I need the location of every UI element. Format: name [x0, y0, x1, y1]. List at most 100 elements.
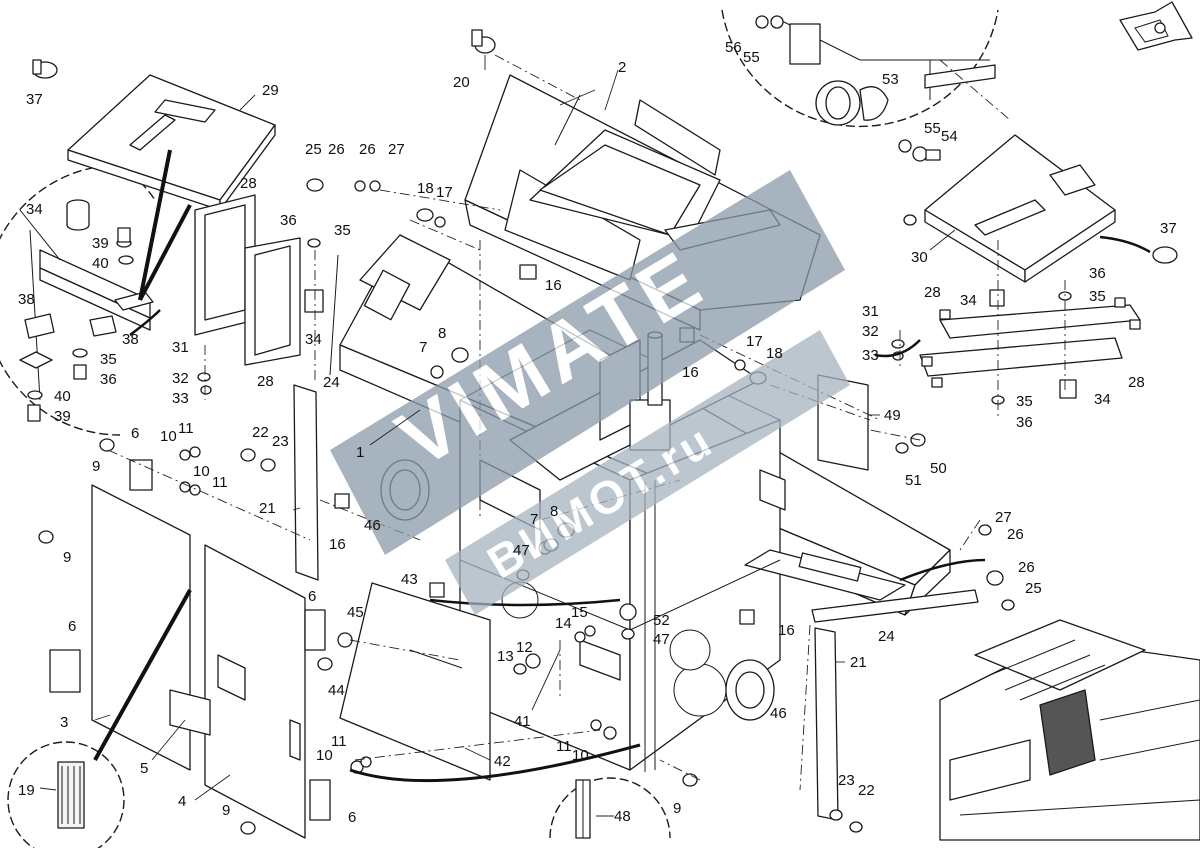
callout-26b: 26	[359, 141, 376, 158]
callout-38b: 38	[122, 331, 139, 348]
callout-35a: 35	[334, 222, 351, 239]
callout-16b: 16	[682, 364, 699, 381]
callout-50: 50	[930, 460, 947, 477]
callout-40b: 40	[54, 388, 71, 405]
callout-2: 2	[618, 59, 626, 76]
callout-30: 30	[911, 249, 928, 266]
callout-36d: 36	[1016, 414, 1033, 431]
callout-39b: 39	[54, 408, 71, 425]
callout-25b: 25	[1025, 580, 1042, 597]
callout-39a: 39	[92, 235, 109, 252]
callout-1: 1	[356, 444, 364, 461]
callout-10b: 10	[193, 463, 210, 480]
callout-28b: 28	[257, 373, 274, 390]
callout-16c: 16	[329, 536, 346, 553]
callout-52: 52	[653, 612, 670, 629]
callout-32a: 32	[172, 370, 189, 387]
callout-3: 3	[60, 714, 68, 731]
callout-34a: 34	[26, 201, 43, 218]
callout-leaders	[39, 55, 956, 817]
callout-14: 14	[555, 615, 572, 632]
callout-37b: 37	[1160, 220, 1177, 237]
callout-31a: 31	[172, 339, 189, 356]
callout-55a: 55	[743, 49, 760, 66]
panels	[339, 374, 869, 781]
rails-28	[194, 194, 1141, 388]
callout-35b: 35	[100, 351, 117, 368]
arrow-compass-icon	[1119, 1, 1193, 51]
callout-20: 20	[453, 74, 470, 91]
callout-34d: 34	[1094, 391, 1111, 408]
callout-31b: 31	[862, 303, 879, 320]
callout-11d: 11	[556, 738, 572, 755]
callout-32b: 32	[862, 323, 879, 340]
callout-41: 41	[514, 713, 531, 730]
callout-21b: 21	[850, 654, 867, 671]
callout-26d: 26	[1018, 559, 1035, 576]
callout-6c: 6	[308, 588, 316, 605]
callout-23b: 23	[838, 772, 855, 789]
leader-heavy	[93, 149, 1151, 783]
callout-6b: 6	[68, 618, 76, 635]
callout-47a: 47	[513, 542, 530, 559]
callout-38a: 38	[18, 291, 35, 308]
callout-18a: 18	[417, 180, 434, 197]
callout-35d: 35	[1016, 393, 1033, 410]
callout-55b: 55	[924, 120, 941, 137]
callout-8b: 8	[550, 503, 558, 520]
callout-10a: 10	[160, 428, 177, 445]
callout-27a: 27	[388, 141, 405, 158]
cover-plate-right	[924, 134, 1116, 283]
callout-42: 42	[494, 753, 511, 770]
callout-56: 56	[725, 39, 742, 56]
callout-16d: 16	[778, 622, 795, 639]
callout-27b: 27	[995, 509, 1012, 526]
callout-28c: 28	[924, 284, 941, 301]
callout-18b: 18	[766, 345, 783, 362]
callout-35c: 35	[1089, 288, 1106, 305]
callout-40a: 40	[92, 255, 109, 272]
callout-33a: 33	[172, 390, 189, 407]
callout-5: 5	[140, 760, 148, 777]
callout-49: 49	[884, 407, 901, 424]
callout-17b: 17	[746, 333, 763, 350]
callout-6a: 6	[131, 425, 139, 442]
callout-37a: 37	[26, 91, 43, 108]
callout-11b: 11	[212, 474, 228, 491]
callout-26c: 26	[1007, 526, 1024, 543]
callout-6d: 6	[348, 809, 356, 826]
callout-47b: 47	[653, 631, 670, 648]
callout-9a: 9	[92, 458, 100, 475]
callout-51: 51	[905, 472, 922, 489]
callout-23a: 23	[272, 433, 289, 450]
callout-17a: 17	[436, 184, 453, 201]
callout-15: 15	[571, 604, 588, 621]
callout-53: 53	[882, 71, 899, 88]
callout-12: 12	[516, 639, 533, 656]
callout-9d: 9	[673, 800, 681, 817]
callout-46a: 46	[364, 517, 381, 534]
callout-22b: 22	[858, 782, 875, 799]
doors	[49, 484, 306, 839]
callout-24a: 24	[323, 374, 340, 391]
strips	[293, 254, 979, 821]
callout-16a: 16	[545, 277, 562, 294]
callout-24b: 24	[878, 628, 895, 645]
callout-22a: 22	[252, 424, 269, 441]
callout-7a: 7	[419, 339, 427, 356]
callout-48: 48	[614, 808, 631, 825]
callout-11a: 11	[178, 420, 194, 437]
callout-10d: 10	[572, 747, 589, 764]
callout-44: 44	[328, 682, 345, 699]
callout-25a: 25	[305, 141, 322, 158]
callout-10c: 10	[316, 747, 333, 764]
machine-location-inset	[939, 619, 1200, 841]
callout-34c: 34	[960, 292, 977, 309]
callout-46b: 46	[770, 705, 787, 722]
callout-28d: 28	[1128, 374, 1145, 391]
callout-9c: 9	[222, 802, 230, 819]
callout-45: 45	[347, 604, 364, 621]
callout-labels: 1 2 3 4 5 6 6 6 6 7 7 8 8 9 9 9 9 10 10 …	[18, 39, 1177, 826]
callout-36a: 36	[280, 212, 297, 229]
